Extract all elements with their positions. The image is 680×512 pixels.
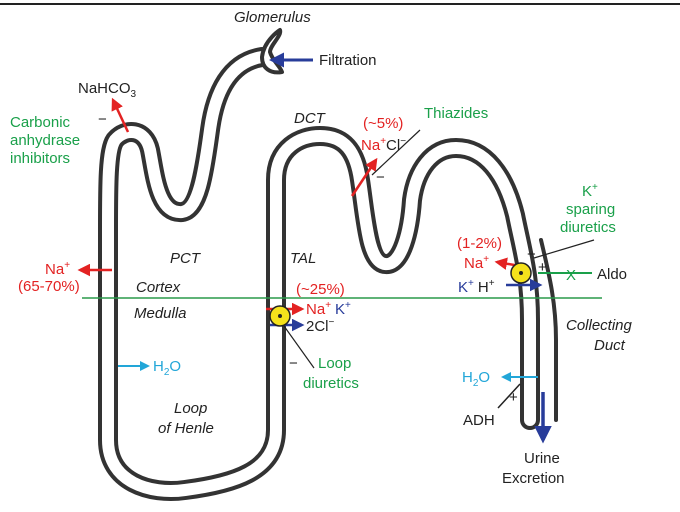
label-pct-5: (~5%) bbox=[363, 115, 403, 132]
label-urine: Urine bbox=[524, 450, 560, 467]
label-collecting-line2: Duct bbox=[594, 337, 626, 354]
label-adh: ADH bbox=[463, 412, 495, 429]
k-sparing-pointer bbox=[533, 239, 595, 259]
label-carbonic-line1: Carbonic bbox=[10, 114, 71, 131]
label-pct-1-2: (1-2%) bbox=[457, 235, 502, 252]
nephron-tubule bbox=[98, 28, 558, 501]
label-loop-diuretics-line2: diuretics bbox=[303, 375, 359, 392]
carbonic-minus: − bbox=[98, 111, 107, 128]
adh-plus: + bbox=[509, 389, 518, 406]
label-2cl: 2Cl− bbox=[306, 317, 335, 335]
label-dct: DCT bbox=[294, 110, 327, 127]
loop-diuretics-pointer bbox=[283, 325, 315, 369]
label-cortex: Cortex bbox=[136, 279, 181, 296]
label-pct-25: (~25%) bbox=[296, 281, 345, 298]
loop-minus: − bbox=[289, 355, 298, 372]
label-pct-65-70: (65-70%) bbox=[18, 278, 80, 295]
label-carbonic-line2: anhydrase bbox=[10, 132, 80, 149]
cd-plus: + bbox=[538, 259, 547, 276]
label-glomerulus: Glomerulus bbox=[234, 9, 311, 26]
label-na-cd: Na+ bbox=[464, 254, 489, 272]
label-loop-of-henle-line2: of Henle bbox=[158, 420, 214, 437]
x-mark: X bbox=[566, 267, 576, 284]
thiazides-pointer bbox=[371, 129, 421, 176]
label-na-cl: Na+Cl− bbox=[361, 136, 406, 154]
label-loop-of-henle-line1: Loop bbox=[174, 400, 207, 417]
na-cl-arrow bbox=[350, 157, 378, 197]
label-collecting-line1: Collecting bbox=[566, 317, 633, 334]
tal-pump-dot bbox=[278, 314, 282, 318]
label-medulla: Medulla bbox=[134, 305, 187, 322]
adh-line bbox=[497, 383, 521, 409]
label-pct: PCT bbox=[170, 250, 202, 267]
label-filtration: Filtration bbox=[319, 52, 377, 69]
label-h2o-right: H2O bbox=[462, 369, 490, 389]
cd-minus: − bbox=[527, 246, 536, 263]
label-tal: TAL bbox=[290, 250, 316, 267]
label-k-sparing-line3: diuretics bbox=[560, 219, 616, 236]
label-thiazides: Thiazides bbox=[424, 105, 488, 122]
label-na-k: Na+K+ bbox=[306, 300, 351, 318]
label-loop-diuretics-line1: Loop bbox=[318, 355, 351, 372]
label-aldo: Aldo bbox=[597, 266, 627, 283]
label-k-sparing-line2: sparing bbox=[566, 201, 615, 218]
label-na-left: Na+ bbox=[45, 260, 70, 278]
label-excretion: Excretion bbox=[502, 470, 565, 487]
label-k-sparing-line1: K+ bbox=[582, 182, 598, 200]
label-carbonic-line3: inhibitors bbox=[10, 150, 70, 167]
label-nahco3: NaHCO3 bbox=[78, 80, 137, 100]
nahco3-arrow bbox=[111, 97, 130, 133]
cd-pump-dot bbox=[519, 271, 523, 275]
label-k-h: K+H+ bbox=[458, 278, 495, 296]
label-h2o-left: H2O bbox=[153, 358, 181, 378]
thiazides-minus: − bbox=[376, 169, 385, 186]
